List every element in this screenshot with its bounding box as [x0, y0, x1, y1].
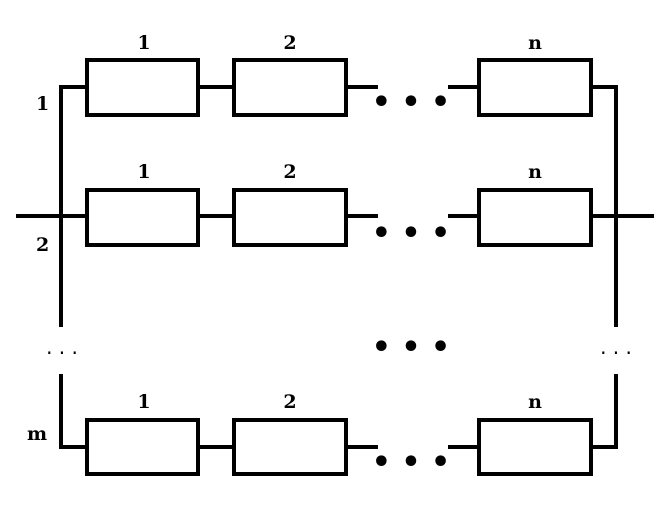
row-1-element-1 — [85, 58, 200, 117]
row-m-ellipsis: • • • — [372, 445, 450, 480]
row-2-ellipsis: • • • — [372, 216, 450, 251]
row-1-label: 1 — [36, 93, 49, 115]
row-2-element-1-label: 1 — [137, 161, 150, 183]
row-1-ellipsis: • • • — [372, 85, 450, 120]
gap-ellipsis-left: . . . — [46, 335, 78, 359]
row-m-element-2 — [232, 418, 348, 476]
row-2-label: 2 — [36, 234, 49, 256]
branch-row-2: 2 1 2 n • • • — [36, 161, 618, 256]
row-m-element-2-label: 2 — [283, 391, 296, 413]
row-2-element-n — [477, 188, 593, 247]
row-2-element-n-label: n — [528, 161, 542, 183]
row-m-element-n-label: n — [528, 391, 542, 413]
row-1-element-2 — [232, 58, 348, 117]
row-2-element-2-label: 2 — [283, 161, 296, 183]
row-m-element-n — [477, 418, 593, 476]
row-1-element-n — [477, 58, 593, 117]
row-2-element-2 — [232, 188, 348, 247]
branch-row-m: m 1 2 n • • • — [27, 391, 618, 480]
gap-ellipsis-right: . . . — [600, 335, 632, 359]
row-m-label: m — [27, 423, 47, 445]
row-1-element-1-label: 1 — [137, 32, 150, 54]
row-m-element-1 — [85, 418, 200, 476]
branch-row-1: 1 1 2 n • • • — [36, 32, 618, 120]
gap-ellipsis-middle: • • • — [372, 330, 450, 365]
row-1-element-n-label: n — [528, 32, 542, 54]
row-m-element-1-label: 1 — [137, 391, 150, 413]
row-1-element-2-label: 2 — [283, 32, 296, 54]
row-2-element-1 — [85, 188, 200, 247]
